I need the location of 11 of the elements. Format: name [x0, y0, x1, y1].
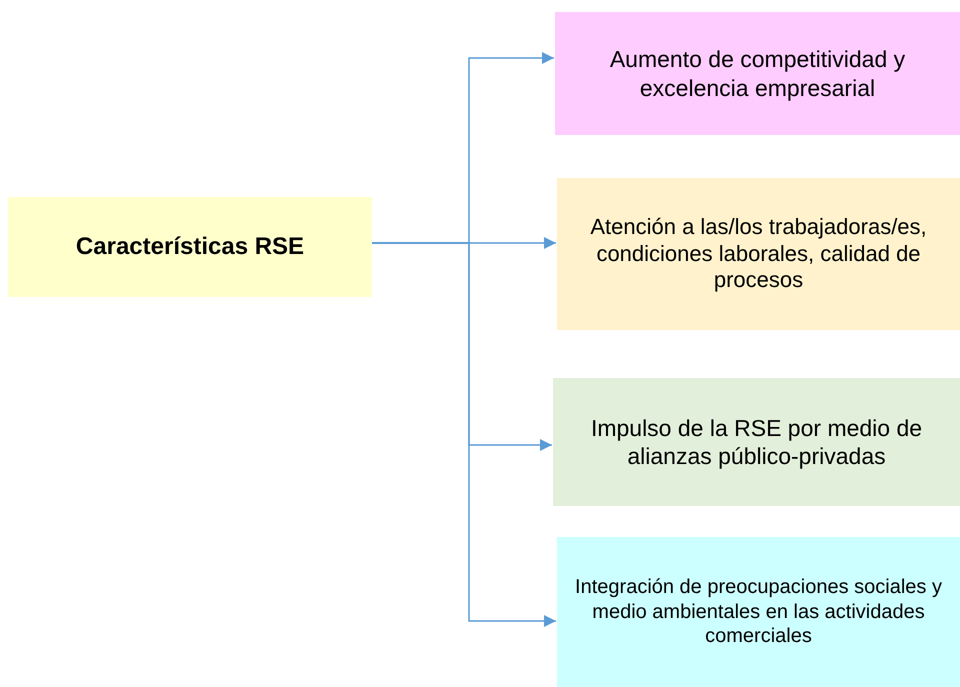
text-box	[557, 537, 960, 687]
box-label: Características RSE	[76, 232, 304, 262]
box-label: Impulso de la RSE por medio de alianzas público-privadas	[590, 414, 924, 470]
text-box	[8, 197, 372, 297]
text-box	[555, 12, 960, 135]
text-box	[553, 378, 960, 506]
box-label: Integración de preocupaciones sociales y medio ambientales en las actividades comerciales	[574, 575, 943, 649]
connector-arrow	[372, 242, 556, 627]
text-box	[557, 178, 960, 330]
box-label: Aumento de competitividad y excelencia empresarial	[608, 45, 906, 102]
box-label: Atención a las/los trabajadoras/es, condiciones laborales, calidad de procesos	[589, 214, 928, 294]
